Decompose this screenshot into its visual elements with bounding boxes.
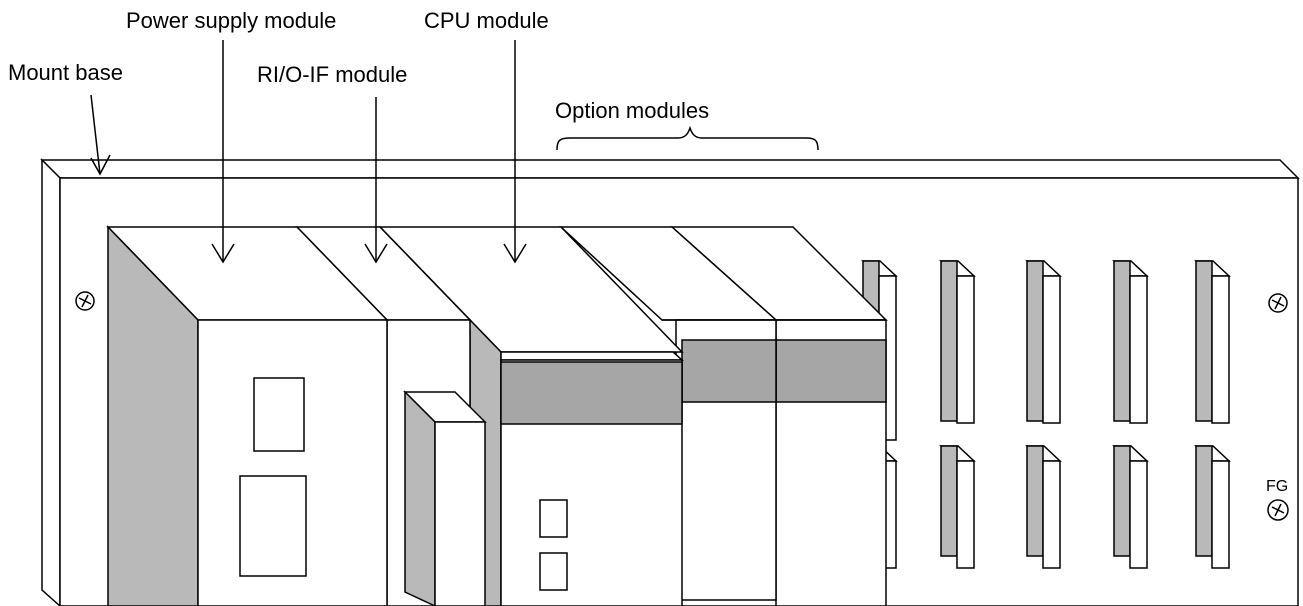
- cpu-led-1: [539, 499, 568, 538]
- label-cpu-module: CPU module: [424, 8, 549, 33]
- label-power-supply-module: Power supply module: [126, 8, 337, 33]
- option-module-2: [670, 226, 888, 606]
- screw-icon: [75, 291, 95, 311]
- label-option-modules: Option modules: [555, 98, 710, 123]
- cpu-led-2: [539, 552, 568, 591]
- slot-connectors-lower: [861, 445, 1231, 569]
- slot-connector: [1112, 445, 1149, 569]
- slot-connector: [1025, 260, 1062, 424]
- power-supply-module: [106, 225, 389, 606]
- slot-connector: [1194, 445, 1231, 569]
- pointer-arrows: [90, 40, 527, 264]
- slot-connector: [939, 260, 976, 424]
- option-module-1: [559, 226, 778, 601]
- slot-connector: [1025, 445, 1062, 569]
- ps-window-2: [239, 475, 307, 577]
- slot-connector: [939, 445, 976, 569]
- screw-icon: [1268, 293, 1288, 313]
- label-rio-if-module: RI/O-IF module: [257, 62, 408, 87]
- ps-window-1: [253, 377, 305, 452]
- slot-connector: [1194, 260, 1231, 424]
- label-mount-base: Mount base: [8, 60, 123, 85]
- rio-connector: [403, 390, 487, 606]
- fg-screw-icon: [1267, 499, 1289, 521]
- slot-connector: [1112, 260, 1149, 424]
- rio-if-module: [295, 226, 487, 606]
- option-bracket: [556, 125, 819, 151]
- label-fg: FG: [1266, 478, 1289, 495]
